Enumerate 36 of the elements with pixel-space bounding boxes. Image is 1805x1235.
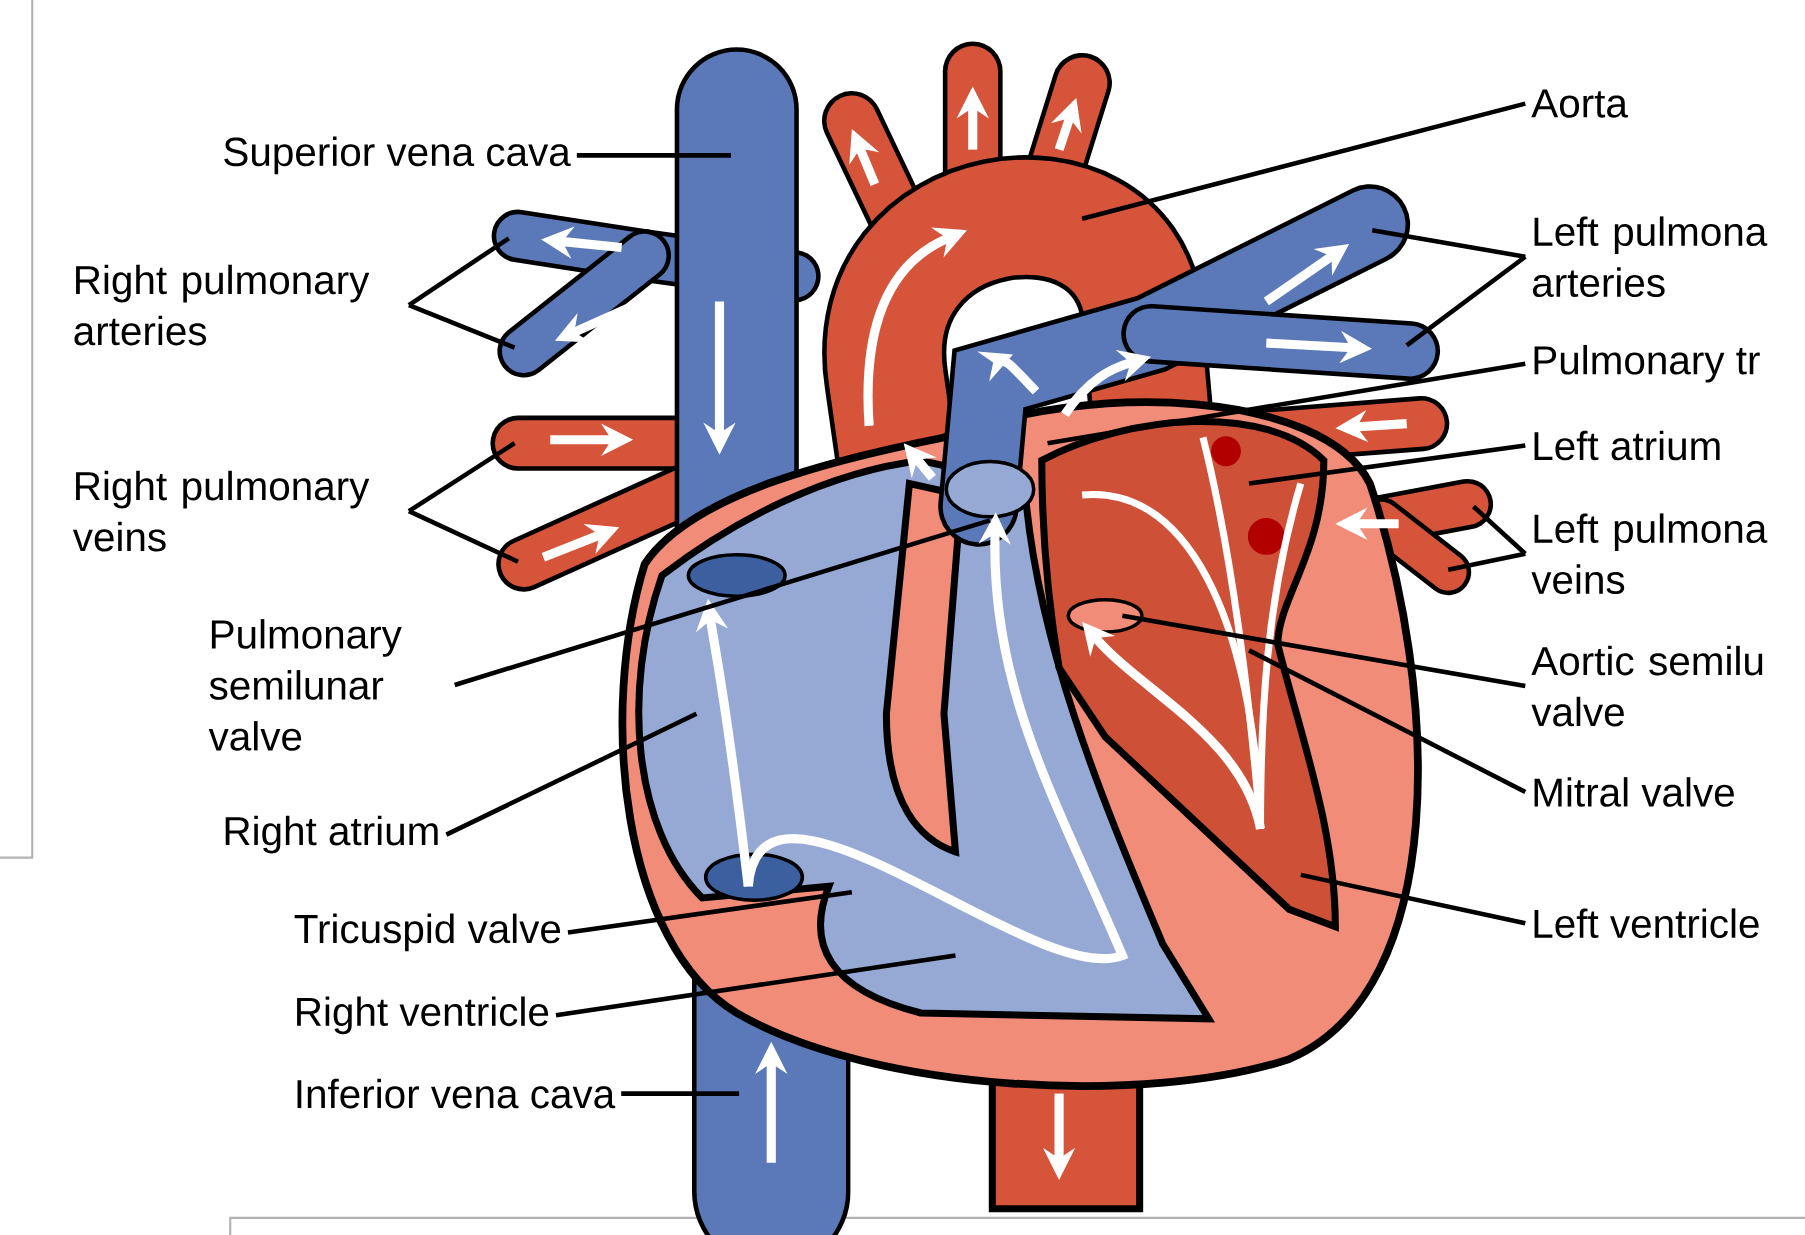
leader-line xyxy=(576,153,731,158)
part-label: Left atrium xyxy=(1534,430,1720,461)
leader-line xyxy=(407,441,516,513)
part-label: Tricuspid valve xyxy=(294,913,561,952)
leader-line xyxy=(1081,101,1526,221)
leader-line xyxy=(567,889,853,935)
leader-line xyxy=(408,302,516,350)
leader-line xyxy=(1447,551,1526,572)
leader-line xyxy=(555,953,956,1018)
part-label: Aortic semilu valve xyxy=(1531,645,1763,727)
leader-line xyxy=(407,508,519,564)
leader-line xyxy=(454,518,991,688)
leader-line xyxy=(1047,361,1526,446)
leader-line xyxy=(1122,613,1526,689)
part-label: Right pulmonary veins xyxy=(72,470,370,552)
part-label: Left ventricle xyxy=(1534,908,1759,938)
leader-line xyxy=(407,236,511,307)
part-label: Pulmonary semilunar valve xyxy=(208,619,402,751)
leader-line xyxy=(1405,254,1527,348)
part-label: Pulmonary tr xyxy=(1534,344,1760,383)
leader-line xyxy=(1247,648,1527,794)
leader-line xyxy=(621,1091,740,1096)
part-label: Left pulmona veins xyxy=(1531,513,1768,594)
part-label: Aorta xyxy=(1531,89,1628,118)
part-label: Mitral valve xyxy=(1534,777,1734,807)
part-label: Right atrium xyxy=(225,815,438,854)
part-label: Right ventricle xyxy=(297,996,549,1035)
leader-line xyxy=(445,711,698,837)
part-label: Left pulmona arteries xyxy=(1533,216,1768,297)
leader-line xyxy=(1248,443,1526,486)
leader-line xyxy=(1371,227,1526,259)
part-label: Inferior vena cava xyxy=(297,1078,616,1109)
part-label: Superior vena cava xyxy=(224,136,571,175)
leader-line xyxy=(1471,504,1527,556)
leader-line xyxy=(1300,872,1526,926)
part-label: Right pulmonary arteries xyxy=(74,264,370,346)
